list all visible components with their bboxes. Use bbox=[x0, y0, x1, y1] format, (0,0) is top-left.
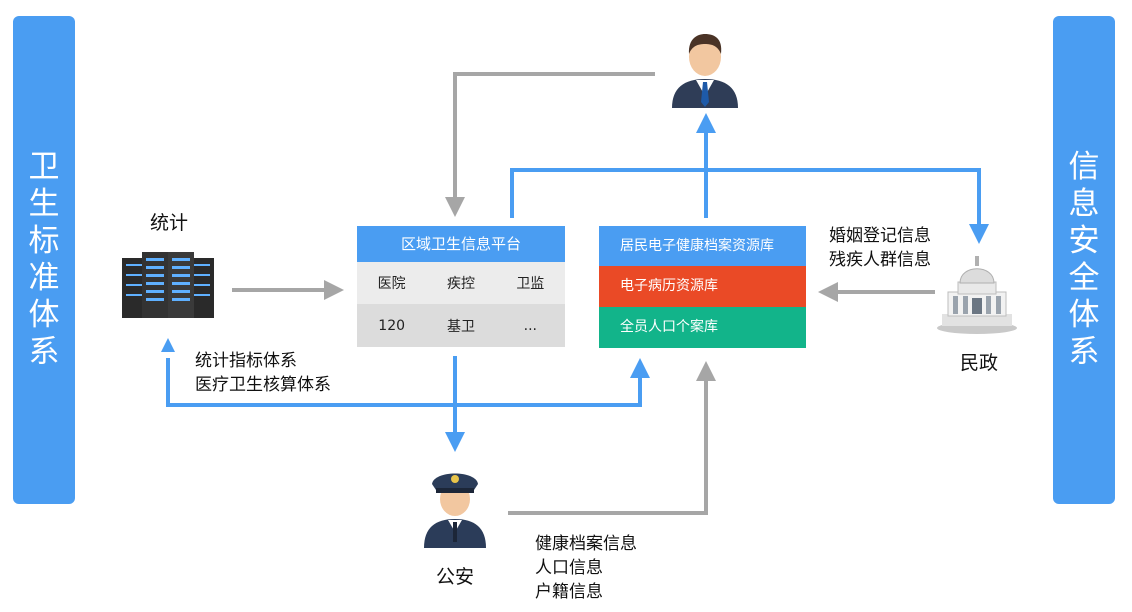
civil-info-disabled: 残疾人群信息 bbox=[829, 250, 931, 270]
health-standard-bar: 卫生标准体系 bbox=[13, 16, 75, 504]
government-building-icon bbox=[937, 256, 1017, 334]
stats-accounting-system: 医疗卫生核算体系 bbox=[195, 375, 331, 395]
bar-char: 体 bbox=[28, 297, 60, 333]
bar-char: 全 bbox=[1068, 260, 1100, 296]
platform-row-1: 医院 疾控 卫监 bbox=[357, 262, 565, 304]
info-security-text: 信息安全体系 bbox=[1069, 149, 1100, 371]
bar-char: 标 bbox=[28, 223, 60, 259]
police-info-population: 人口信息 bbox=[535, 558, 603, 578]
health-standard-text: 卫生标准体系 bbox=[29, 149, 60, 371]
stats-label: 统计 bbox=[150, 212, 189, 234]
bar-char: 准 bbox=[28, 260, 60, 296]
bar-char: 信 bbox=[1068, 149, 1100, 185]
platform-cell: 疾控 bbox=[446, 276, 475, 292]
population-case-store: 全员人口个案库 bbox=[599, 307, 806, 348]
stats-indicator-system: 统计指标体系 bbox=[195, 351, 297, 371]
bar-char: 生 bbox=[28, 186, 60, 222]
emr-resource-store: 电子病历资源库 bbox=[599, 266, 806, 307]
police-info-health-record: 健康档案信息 bbox=[535, 534, 637, 554]
police-label: 公安 bbox=[436, 566, 475, 588]
arrow-police-to-resource bbox=[508, 361, 716, 515]
platform-cell: 120 bbox=[378, 317, 406, 334]
info-security-bar: 信息安全体系 bbox=[1053, 16, 1115, 504]
resource-title: 居民电子健康档案资源库 bbox=[599, 226, 806, 266]
bar-char: 卫 bbox=[28, 149, 60, 185]
regional-health-platform: 区域卫生信息平台 医院 疾控 卫监 120 基卫 ... bbox=[357, 226, 565, 347]
bar-char: 体 bbox=[1068, 297, 1100, 333]
civil-info-marriage: 婚姻登记信息 bbox=[829, 226, 931, 246]
police-officer-icon bbox=[424, 473, 486, 548]
arrow-platform-to-civil bbox=[510, 168, 989, 244]
platform-cell: ... bbox=[523, 317, 537, 334]
bar-char: 安 bbox=[1068, 223, 1100, 259]
arrow-official-to-platform bbox=[445, 72, 655, 217]
bar-char: 息 bbox=[1068, 186, 1100, 222]
bar-char: 系 bbox=[28, 334, 60, 370]
platform-title: 区域卫生信息平台 bbox=[357, 226, 565, 262]
platform-cell: 卫监 bbox=[516, 276, 545, 292]
platform-cell: 基卫 bbox=[446, 318, 475, 335]
platform-cell: 医院 bbox=[377, 276, 406, 292]
platform-row-2: 120 基卫 ... bbox=[357, 304, 565, 347]
health-record-resource-store: 居民电子健康档案资源库 电子病历资源库 全员人口个案库 bbox=[599, 226, 806, 348]
arrow-loop-bottom bbox=[166, 358, 650, 407]
bar-char: 系 bbox=[1068, 334, 1100, 370]
server-rack-icon bbox=[122, 252, 214, 318]
official-icon bbox=[672, 34, 738, 108]
arrow-to-stats-head bbox=[161, 338, 175, 352]
police-info-household: 户籍信息 bbox=[535, 582, 603, 602]
civil-label: 民政 bbox=[960, 352, 999, 374]
